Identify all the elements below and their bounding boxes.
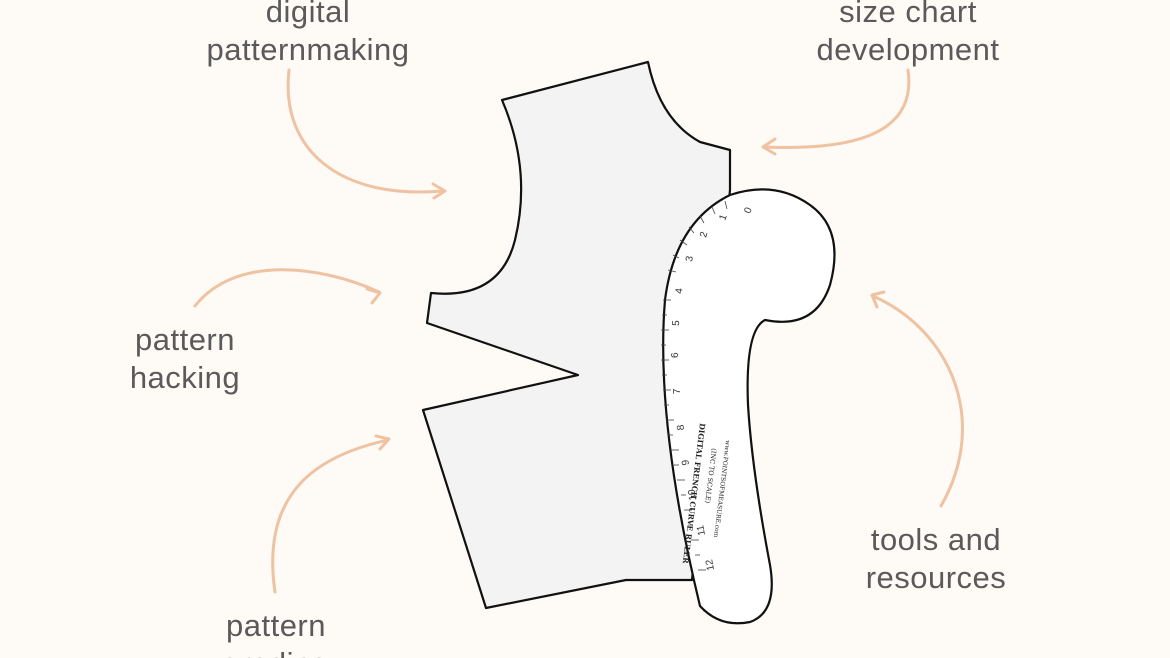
label-pattern-hacking-line1: pattern	[134, 322, 235, 357]
arrow-digital-patternmaking	[286, 68, 447, 200]
ruler-number: 0	[742, 206, 754, 215]
ruler-numbers: 0 1 2 3 4 5 6 7 8 9 10 11 12	[670, 206, 755, 572]
bodice-pattern-piece	[421, 60, 732, 610]
ruler-number: 10	[686, 488, 699, 501]
ruler-number: 5	[671, 320, 682, 326]
ruler-number: 3	[684, 255, 696, 263]
label-tools-and-resources-line2: resources	[865, 560, 1007, 595]
ruler-number: 12	[704, 558, 717, 571]
ruler-number: 1	[717, 213, 729, 222]
label-digital-patternmaking-line1: digital	[265, 0, 351, 29]
label-pattern-hacking-line2: hacking	[129, 360, 241, 395]
label-tools-and-resources: tools and resources	[846, 521, 1026, 597]
label-pattern-grading-line1: pattern	[225, 608, 326, 643]
label-digital-patternmaking-line2: patternmaking	[206, 32, 410, 67]
arrow-pattern-hacking	[193, 268, 382, 308]
label-tools-and-resources-line1: tools and	[870, 522, 1002, 557]
label-pattern-grading: pattern grading	[196, 607, 356, 658]
label-digital-patternmaking: digital patternmaking	[188, 0, 428, 69]
label-size-chart-development-line1: size chart	[839, 0, 977, 29]
ruler-number: 11	[695, 524, 708, 537]
arrow-pattern-grading	[271, 434, 391, 594]
ruler-number: 7	[672, 388, 683, 394]
ruler-number: 4	[674, 287, 685, 294]
ruler-number: 8	[676, 424, 687, 431]
arrow-tools-and-resources	[870, 290, 964, 508]
label-size-chart-development-line2: development	[816, 32, 1000, 67]
label-pattern-grading-line2: grading	[196, 645, 356, 658]
label-size-chart-development: size chart development	[792, 0, 1024, 69]
ruler-number: 2	[698, 230, 710, 239]
arrow-size-chart-development	[761, 68, 911, 156]
label-pattern-hacking: pattern hacking	[105, 321, 265, 397]
ruler-number: 9	[680, 459, 692, 466]
ruler-ticks	[661, 200, 728, 571]
ruler-number: 6	[670, 352, 681, 358]
